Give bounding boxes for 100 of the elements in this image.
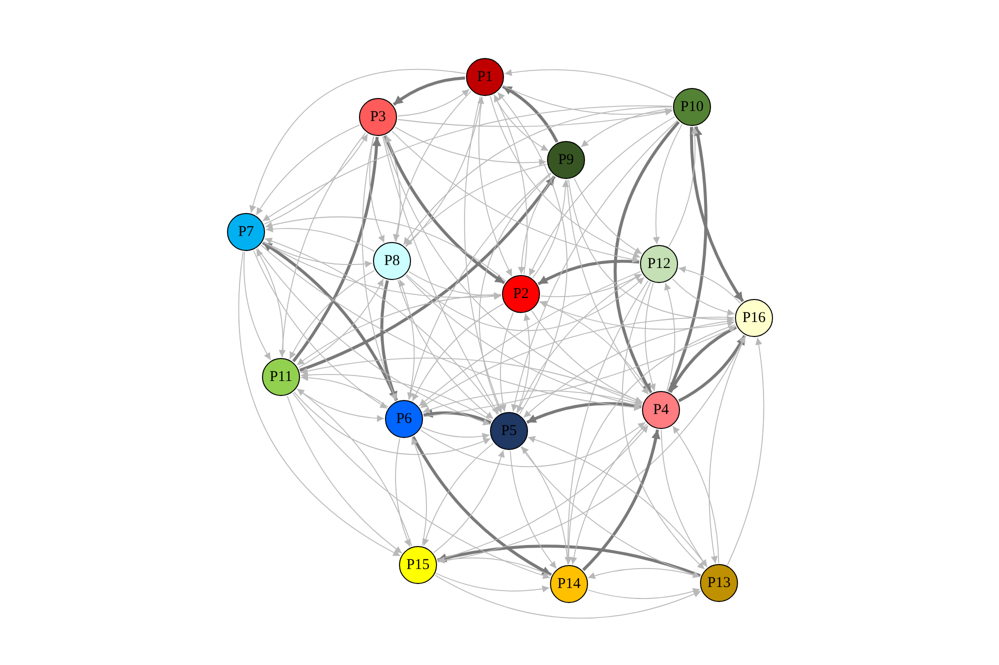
arrow	[423, 326, 736, 418]
arrow	[250, 68, 466, 214]
arrow	[292, 136, 381, 362]
arrow	[412, 436, 552, 576]
arrow	[298, 278, 384, 368]
arrow	[395, 438, 411, 548]
arrow	[523, 320, 735, 418]
arrow	[392, 76, 466, 106]
arrow	[397, 108, 673, 127]
arrow	[588, 588, 700, 599]
arrow	[265, 226, 375, 252]
arrow	[500, 312, 514, 412]
arrow	[406, 274, 645, 332]
arrow	[540, 274, 642, 298]
arrow	[264, 238, 498, 416]
arrow	[300, 358, 644, 403]
arrow	[300, 372, 492, 422]
arrow	[490, 96, 641, 258]
arrow	[580, 108, 673, 148]
arrow	[244, 251, 272, 360]
arrow	[520, 446, 700, 578]
arrow	[422, 426, 490, 440]
arrow	[437, 556, 552, 576]
arrow	[384, 135, 506, 284]
arrow	[672, 278, 735, 316]
arrow	[383, 136, 642, 404]
arrow	[408, 271, 502, 299]
arrow	[423, 409, 492, 424]
arrow	[294, 392, 491, 455]
arrow	[478, 173, 552, 414]
arrow	[511, 120, 678, 412]
arrow	[570, 424, 648, 565]
arrow	[262, 242, 502, 300]
arrow	[668, 126, 698, 248]
arrow	[574, 178, 642, 254]
arrow	[253, 250, 388, 409]
arrow	[668, 126, 708, 392]
arrow	[394, 126, 547, 166]
arrow	[422, 442, 494, 546]
arrow	[528, 116, 676, 276]
arrow	[398, 88, 470, 116]
arrow	[497, 92, 568, 414]
arrow	[286, 396, 402, 554]
arrow	[568, 179, 734, 322]
arrow	[502, 85, 673, 115]
arrow	[369, 136, 385, 244]
arrow	[437, 335, 746, 562]
arrow	[668, 326, 737, 394]
arrow	[380, 280, 398, 402]
arrow	[393, 90, 472, 242]
arrow	[264, 134, 368, 225]
arrow	[436, 572, 550, 592]
arrow	[262, 241, 398, 402]
arrow	[504, 69, 674, 99]
arrow	[411, 436, 427, 546]
arrow	[538, 302, 735, 330]
arrow	[300, 374, 388, 408]
arrow	[262, 105, 672, 222]
arrow	[257, 248, 491, 426]
arrow	[678, 334, 746, 402]
arrow	[510, 450, 557, 569]
arrow	[278, 132, 366, 358]
arrow	[532, 180, 569, 278]
arrow	[434, 574, 702, 619]
arrow	[690, 127, 744, 302]
arrow	[660, 430, 708, 568]
arrow	[422, 390, 642, 414]
arrow	[412, 303, 504, 402]
arrow	[420, 422, 646, 468]
arrow	[502, 85, 558, 143]
arrow	[494, 94, 528, 275]
arrow	[464, 96, 502, 413]
arrow	[566, 180, 649, 395]
arrow	[397, 280, 494, 420]
arrow	[538, 260, 640, 286]
arrow	[588, 568, 700, 580]
arrow	[404, 164, 547, 247]
arrow	[614, 121, 680, 394]
arrow	[565, 324, 736, 564]
arrow	[392, 130, 640, 263]
arrow	[664, 282, 676, 392]
arrow	[521, 446, 568, 564]
arrow	[437, 544, 701, 578]
arrow	[238, 251, 401, 556]
arrow	[528, 436, 708, 568]
arrow	[526, 402, 642, 424]
arrow	[260, 244, 642, 411]
arrow	[539, 301, 651, 394]
arrow	[362, 136, 398, 401]
arrow	[289, 270, 375, 360]
arrow	[436, 424, 649, 560]
arrow	[644, 282, 656, 392]
arrow	[398, 279, 415, 400]
arrow	[256, 248, 284, 358]
arrow	[478, 96, 512, 277]
arrow	[433, 450, 504, 554]
arrow	[385, 134, 401, 242]
arrow	[296, 294, 502, 366]
arrow	[256, 124, 360, 216]
arrow	[727, 337, 764, 566]
